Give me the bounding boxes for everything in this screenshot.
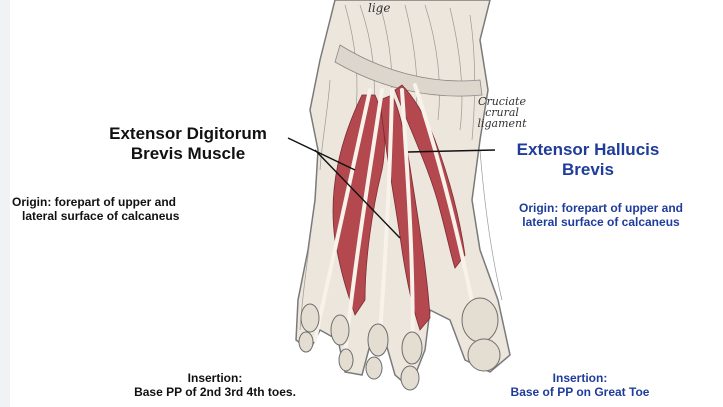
ligament-fragment-label: lige xyxy=(368,2,390,14)
ehb-title: Extensor Hallucis Brevis xyxy=(488,140,688,179)
slide: Cruciate crural ligament lige Extensor D… xyxy=(10,0,723,407)
ehb-origin: Origin: forepart of upper and lateral su… xyxy=(480,202,722,230)
ehb-insertion: Insertion: Base of PP on Great Toe xyxy=(470,372,690,400)
edb-insertion: Insertion: Base PP of 2nd 3rd 4th toes. xyxy=(70,372,360,400)
edb-origin: Origin: forepart of upper and lateral su… xyxy=(12,196,282,224)
cruciate-ligament-label: Cruciate crural ligament xyxy=(462,96,542,129)
edb-title: Extensor Digitorum Brevis Muscle xyxy=(70,124,306,163)
